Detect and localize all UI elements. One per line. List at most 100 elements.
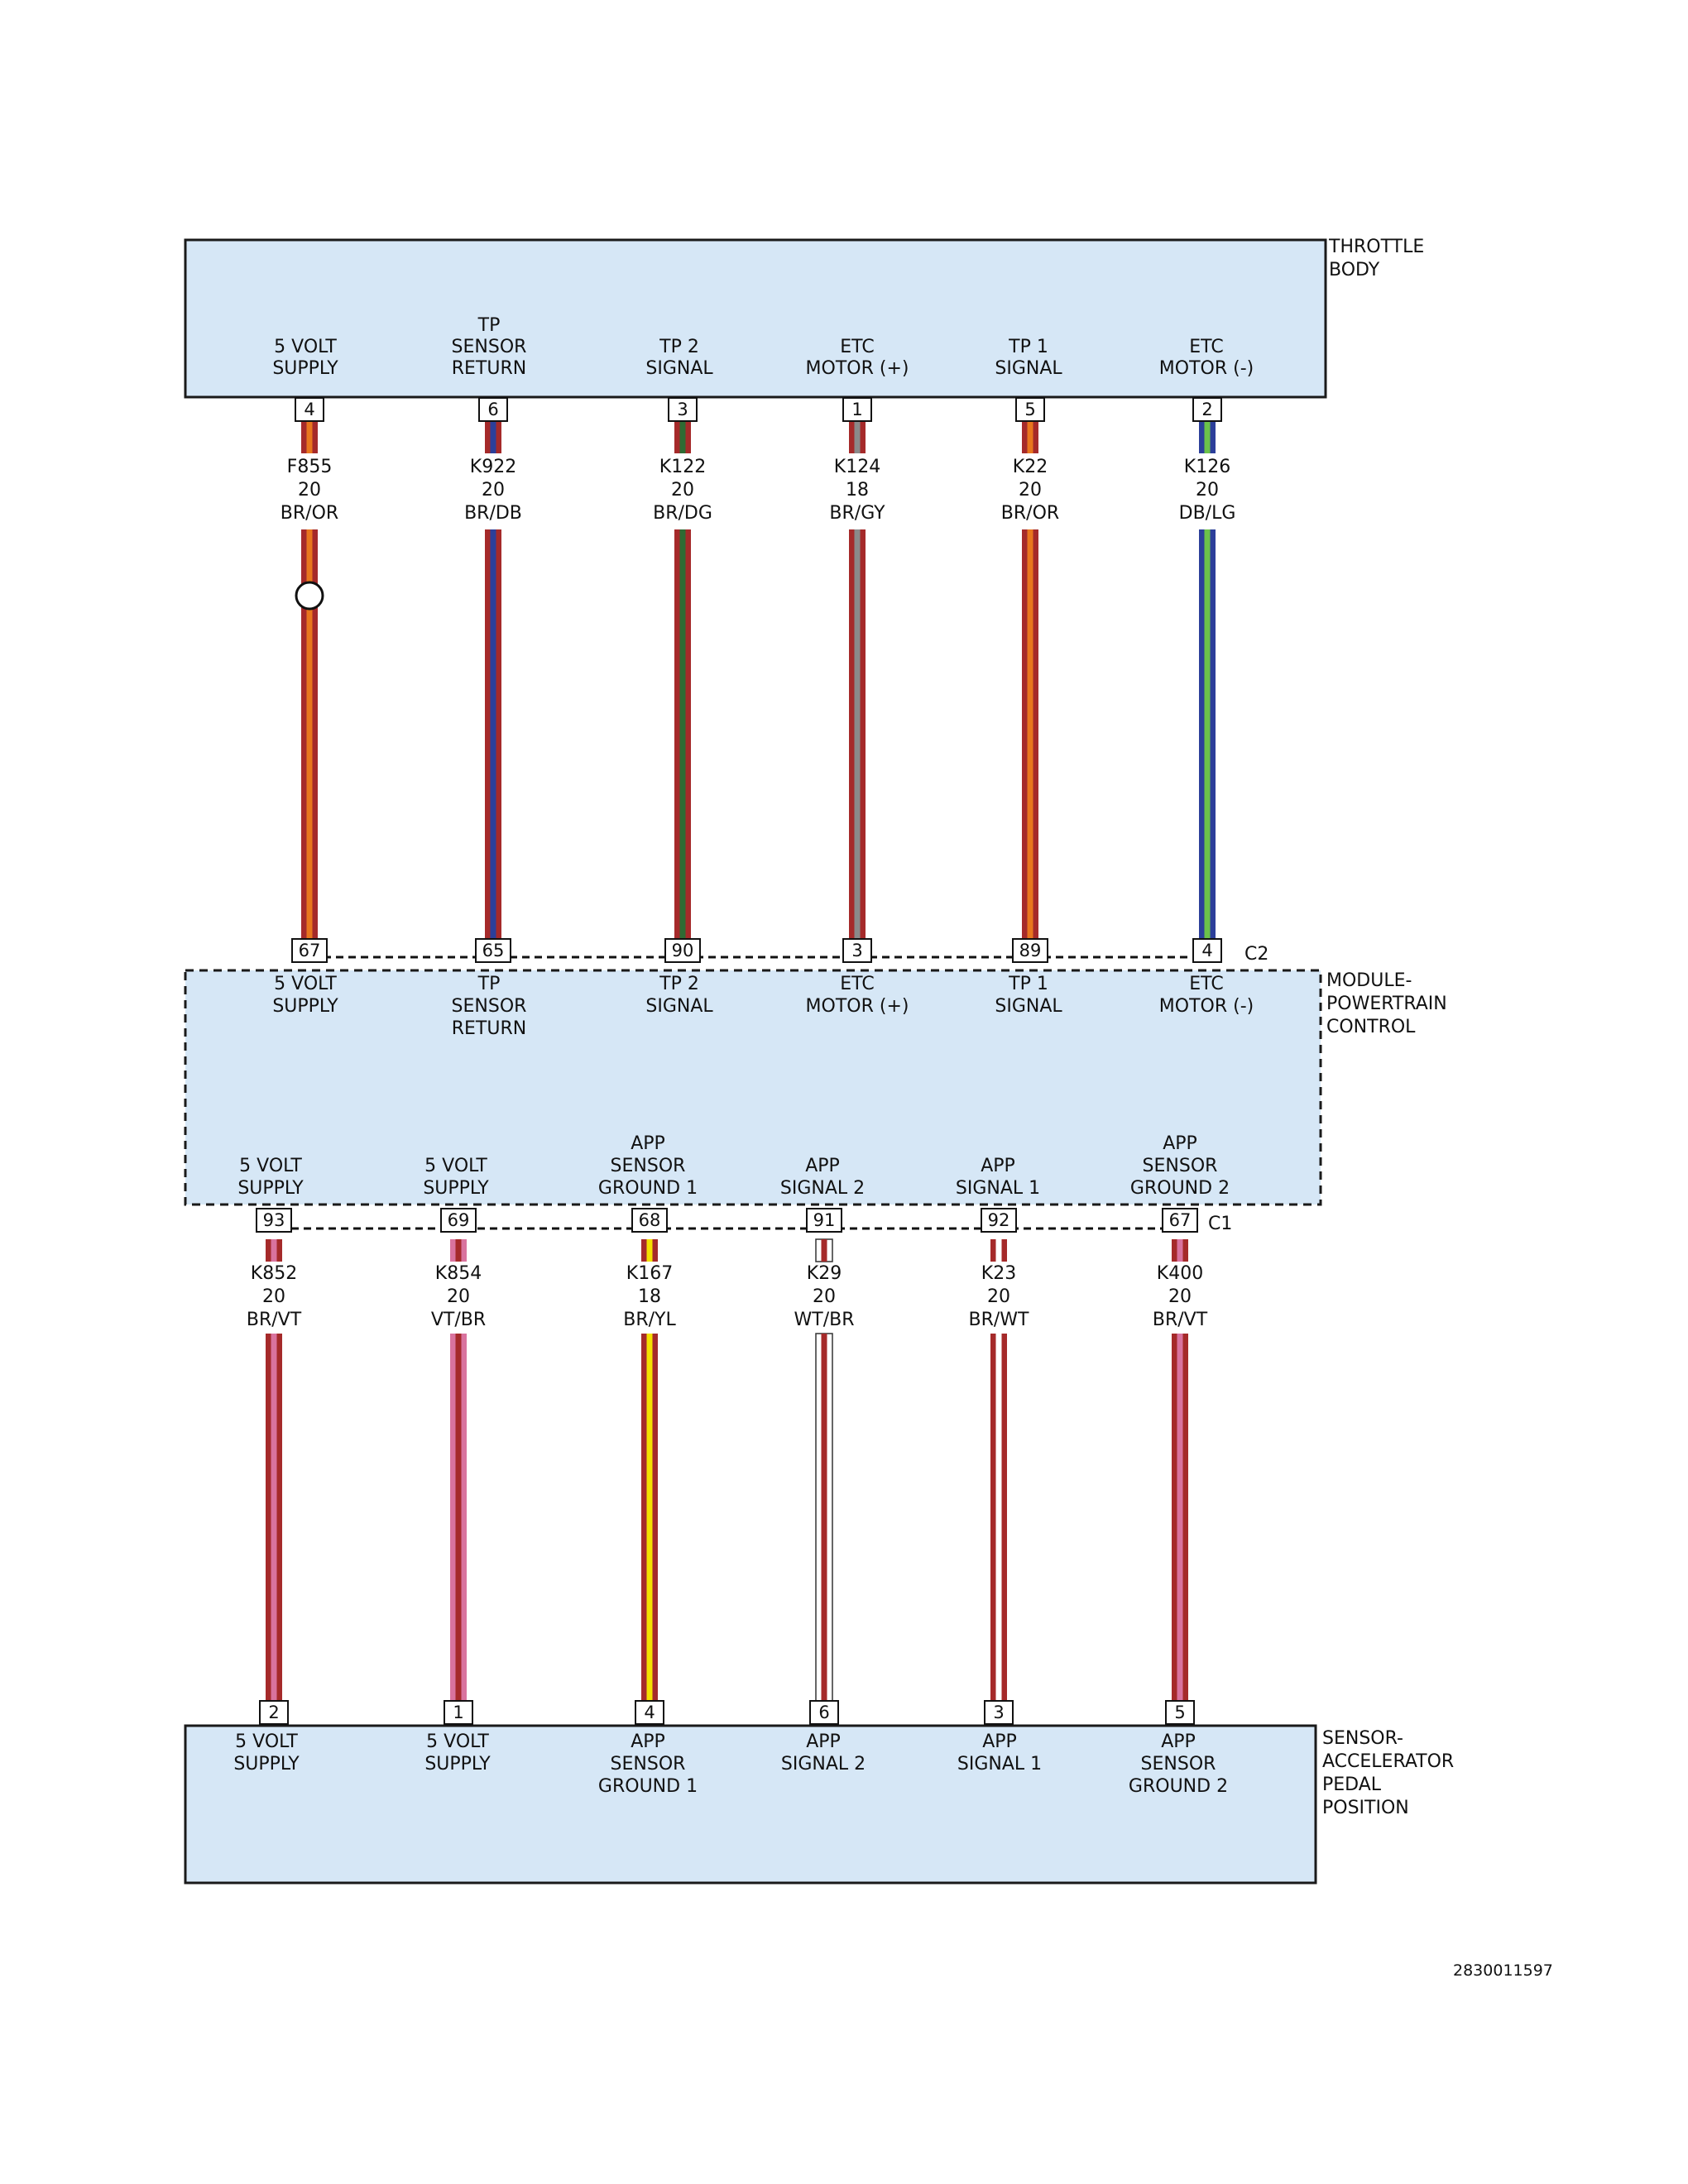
- tb-pin-5-box: [1015, 397, 1045, 422]
- tb-pin-3: 3: [677, 400, 688, 419]
- wire-K124-main: [849, 529, 866, 939]
- wire-K854-top: [450, 1239, 467, 1262]
- tb-pin-6: 6: [487, 400, 498, 419]
- figure-id: 2830011597: [1453, 1961, 1553, 1980]
- pcm-c1-pin-92: 92: [988, 1210, 1010, 1230]
- pcm-box: [184, 969, 1322, 1206]
- throttle-body-name: THROTTLE BODY: [1328, 237, 1430, 280]
- wire-F855-main: [301, 529, 318, 939]
- wire-K922-top: [485, 420, 501, 453]
- app-sensor-name: SENSOR- ACCELERATOR PEDAL POSITION: [1322, 1728, 1460, 1818]
- pcm-c1-pin-92-box: [981, 1208, 1017, 1233]
- tb-pin-4-box: [295, 397, 324, 422]
- pcm-c2-pin-67: 67: [299, 941, 321, 960]
- tb-pin-1: 1: [851, 400, 862, 419]
- wire-K122-top: [674, 420, 691, 453]
- pcm-c2-pin-4: 4: [1201, 941, 1212, 960]
- app-sensor-box: [184, 1724, 1317, 1885]
- app-pin-6-box: [809, 1700, 839, 1725]
- wire-F855-top: [301, 420, 318, 453]
- pcm-c1-pin-67-box: [1162, 1208, 1198, 1233]
- tb-pin-5: 5: [1024, 400, 1035, 419]
- pcm-c1-pin-93-box: [256, 1208, 292, 1233]
- app-pin-3-box: [984, 1700, 1014, 1725]
- app-pin-2-box: [259, 1700, 289, 1725]
- pcm-c1-pin-68-box: [631, 1208, 668, 1233]
- app-pin-4-box: [635, 1700, 664, 1725]
- throttle-body-box: [184, 238, 1327, 399]
- wire-K854-main: [450, 1334, 467, 1701]
- pcm-c2-pin-90: 90: [672, 941, 694, 960]
- pcm-c2-pin-4-box: [1192, 938, 1222, 963]
- pcm-c2-pin-89: 89: [1019, 941, 1042, 960]
- tb-pin-2-box: [1192, 397, 1222, 422]
- pcm-c1-pin-93: 93: [263, 1210, 285, 1230]
- wire-K122-main: [674, 529, 691, 939]
- tb-pin-2: 2: [1201, 400, 1212, 419]
- wire-K167-main: [641, 1334, 658, 1701]
- tb-pin-6-box: [478, 397, 508, 422]
- wire-K23-top: [990, 1239, 1007, 1262]
- tb-pin-4: 4: [304, 400, 314, 419]
- app-pin-1: 1: [453, 1703, 463, 1722]
- tb-pin-1-box: [842, 397, 872, 422]
- wire-K852-top: [266, 1239, 282, 1262]
- pcm-c1-pin-91-box: [806, 1208, 842, 1233]
- pcm-c1-pin-68: 68: [639, 1210, 661, 1230]
- app-pin-4: 4: [644, 1703, 655, 1722]
- wire-K126-main: [1199, 529, 1216, 939]
- app-pin-1-box: [444, 1700, 473, 1725]
- pcm-c2-pin-89-box: [1012, 938, 1048, 963]
- app-pin-6: 6: [818, 1703, 829, 1722]
- pcm-c2-pin-3-box: [842, 938, 872, 963]
- app-pin-5-box: [1165, 1700, 1195, 1725]
- pcm-c2-pin-67-box: [291, 938, 328, 963]
- wire-K126-top: [1199, 420, 1216, 453]
- app-pin-5: 5: [1174, 1703, 1185, 1722]
- wire-K400-main: [1172, 1334, 1188, 1701]
- wire-K29-main: [815, 1333, 833, 1702]
- pcm-c1-pin-69-box: [440, 1208, 477, 1233]
- wire-K852-main: [266, 1334, 282, 1701]
- app-pin-2: 2: [268, 1703, 279, 1722]
- pcm-c2-pin-90-box: [664, 938, 701, 963]
- tb-pin-3-box: [668, 397, 698, 422]
- wire-K922-main: [485, 529, 501, 939]
- splice-marker: [295, 581, 324, 611]
- app-pin-3: 3: [993, 1703, 1004, 1722]
- pcm-connector-c2-label: C2: [1244, 944, 1268, 965]
